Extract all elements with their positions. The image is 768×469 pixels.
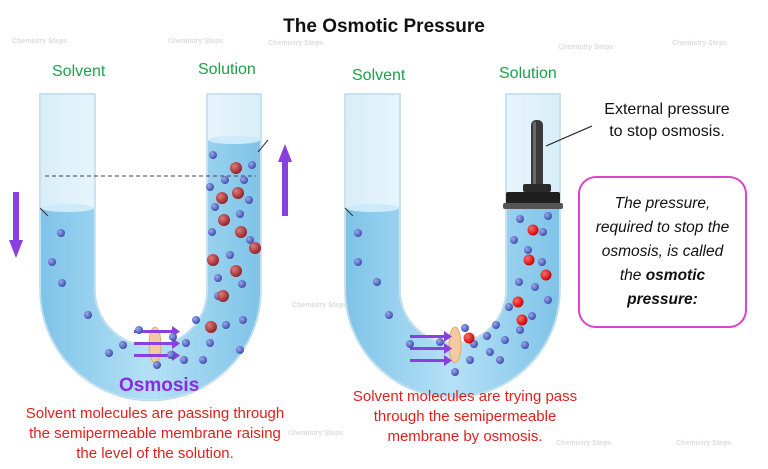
right-caption: Solvent molecules are trying pass throug… xyxy=(335,387,595,447)
page-title: The Osmotic Pressure xyxy=(283,16,485,37)
right-solvent-label: Solvent xyxy=(352,67,406,84)
watermark: Chemistry Steps xyxy=(12,38,68,45)
callout-term: pressure: xyxy=(627,291,698,308)
callout-line: pressure: xyxy=(580,288,745,312)
right-u-tube xyxy=(344,93,593,399)
osmotic-pressure-callout: The pressure, required to stop the osmos… xyxy=(578,176,747,328)
callout-text: The pressure, required to stop the osmos… xyxy=(580,192,745,312)
osmosis-label: Osmosis xyxy=(119,375,200,396)
callout-line: the osmotic xyxy=(580,264,745,288)
watermark: Chemistry Steps xyxy=(292,302,348,309)
left-u-tube xyxy=(9,93,292,402)
callout-line: The pressure, xyxy=(614,195,711,212)
watermark: Chemistry Steps xyxy=(558,44,614,51)
right-caption-line: membrane by osmosis. xyxy=(387,428,543,445)
left-caption-line: Solvent molecules are passing through xyxy=(25,405,285,422)
left-caption-line: the semipermeable membrane raising xyxy=(29,425,281,442)
watermark: Chemistry Steps xyxy=(268,40,324,47)
callout-term: osmotic xyxy=(645,267,706,284)
external-pressure-line: to stop osmosis. xyxy=(609,123,725,140)
watermark: Chemistry Steps xyxy=(288,430,344,437)
left-caption-line: the level of the solution. xyxy=(76,445,234,462)
left-caption: Solvent molecules are passing through th… xyxy=(10,404,300,464)
right-caption-line: Solvent molecules are trying pass xyxy=(352,388,578,405)
external-pressure-line: External pressure xyxy=(604,101,730,118)
left-solution-label: Solution xyxy=(198,61,256,78)
watermark: Chemistry Steps xyxy=(556,440,612,447)
watermark: Chemistry Steps xyxy=(672,40,728,47)
left-solvent-label: Solvent xyxy=(52,63,106,80)
callout-prefix: the xyxy=(619,267,646,284)
watermark: Chemistry Steps xyxy=(168,38,224,45)
watermark: Chemistry Steps xyxy=(676,440,732,447)
callout-line: required to stop the xyxy=(595,219,730,236)
external-pressure-label: External pressure to stop osmosis. xyxy=(592,99,742,143)
callout-line: osmosis, is called xyxy=(601,243,724,260)
right-caption-line: through the semipermeable xyxy=(373,408,557,425)
right-solution-label: Solution xyxy=(499,65,557,82)
